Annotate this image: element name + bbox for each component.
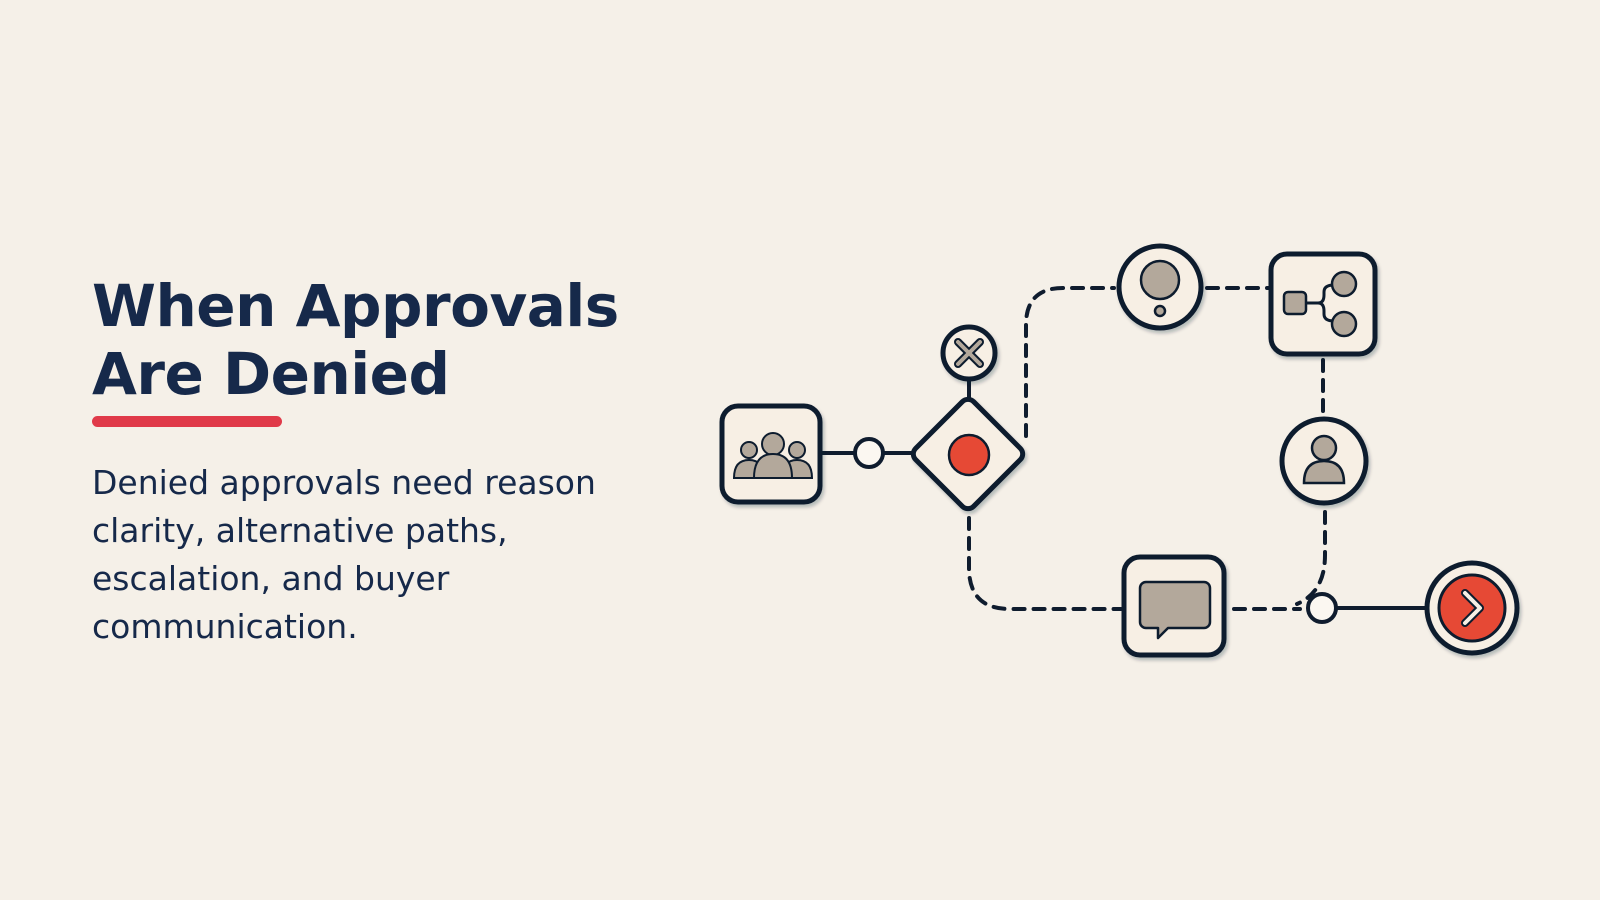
group-icon	[732, 432, 814, 479]
communication-node	[1121, 554, 1227, 658]
merge-point	[1306, 592, 1338, 624]
junction-point	[853, 437, 885, 469]
record-icon	[947, 433, 991, 477]
dashed-gateway-to-communication	[967, 516, 1123, 611]
decision-gateway	[910, 396, 1026, 512]
dashed-escalation-to-merge	[1295, 510, 1327, 606]
title-line-1: When Approvals	[92, 272, 619, 340]
reason-node	[1116, 243, 1204, 331]
chat-bubble-icon	[1138, 580, 1212, 640]
reject-marker	[940, 324, 998, 382]
text-block: When Approvals Are Denied Denied approva…	[92, 272, 652, 651]
team-node	[719, 403, 823, 505]
title-line-2: Are Denied	[92, 340, 450, 408]
title-underline	[92, 416, 282, 427]
slide-body: Denied approvals need reason clarity, al…	[92, 463, 596, 646]
alternative-path-node	[1268, 251, 1378, 357]
connectors	[818, 378, 1428, 610]
dashed-connectors	[967, 286, 1327, 611]
person-icon	[1302, 434, 1346, 485]
lightbulb-icon	[1139, 259, 1181, 318]
branch-icon	[1282, 270, 1358, 338]
escalation-node	[1279, 416, 1369, 506]
dashed-gateway-to-reason	[1024, 286, 1116, 438]
end-node	[1424, 560, 1520, 656]
slide-title: When Approvals Are Denied	[92, 272, 652, 408]
